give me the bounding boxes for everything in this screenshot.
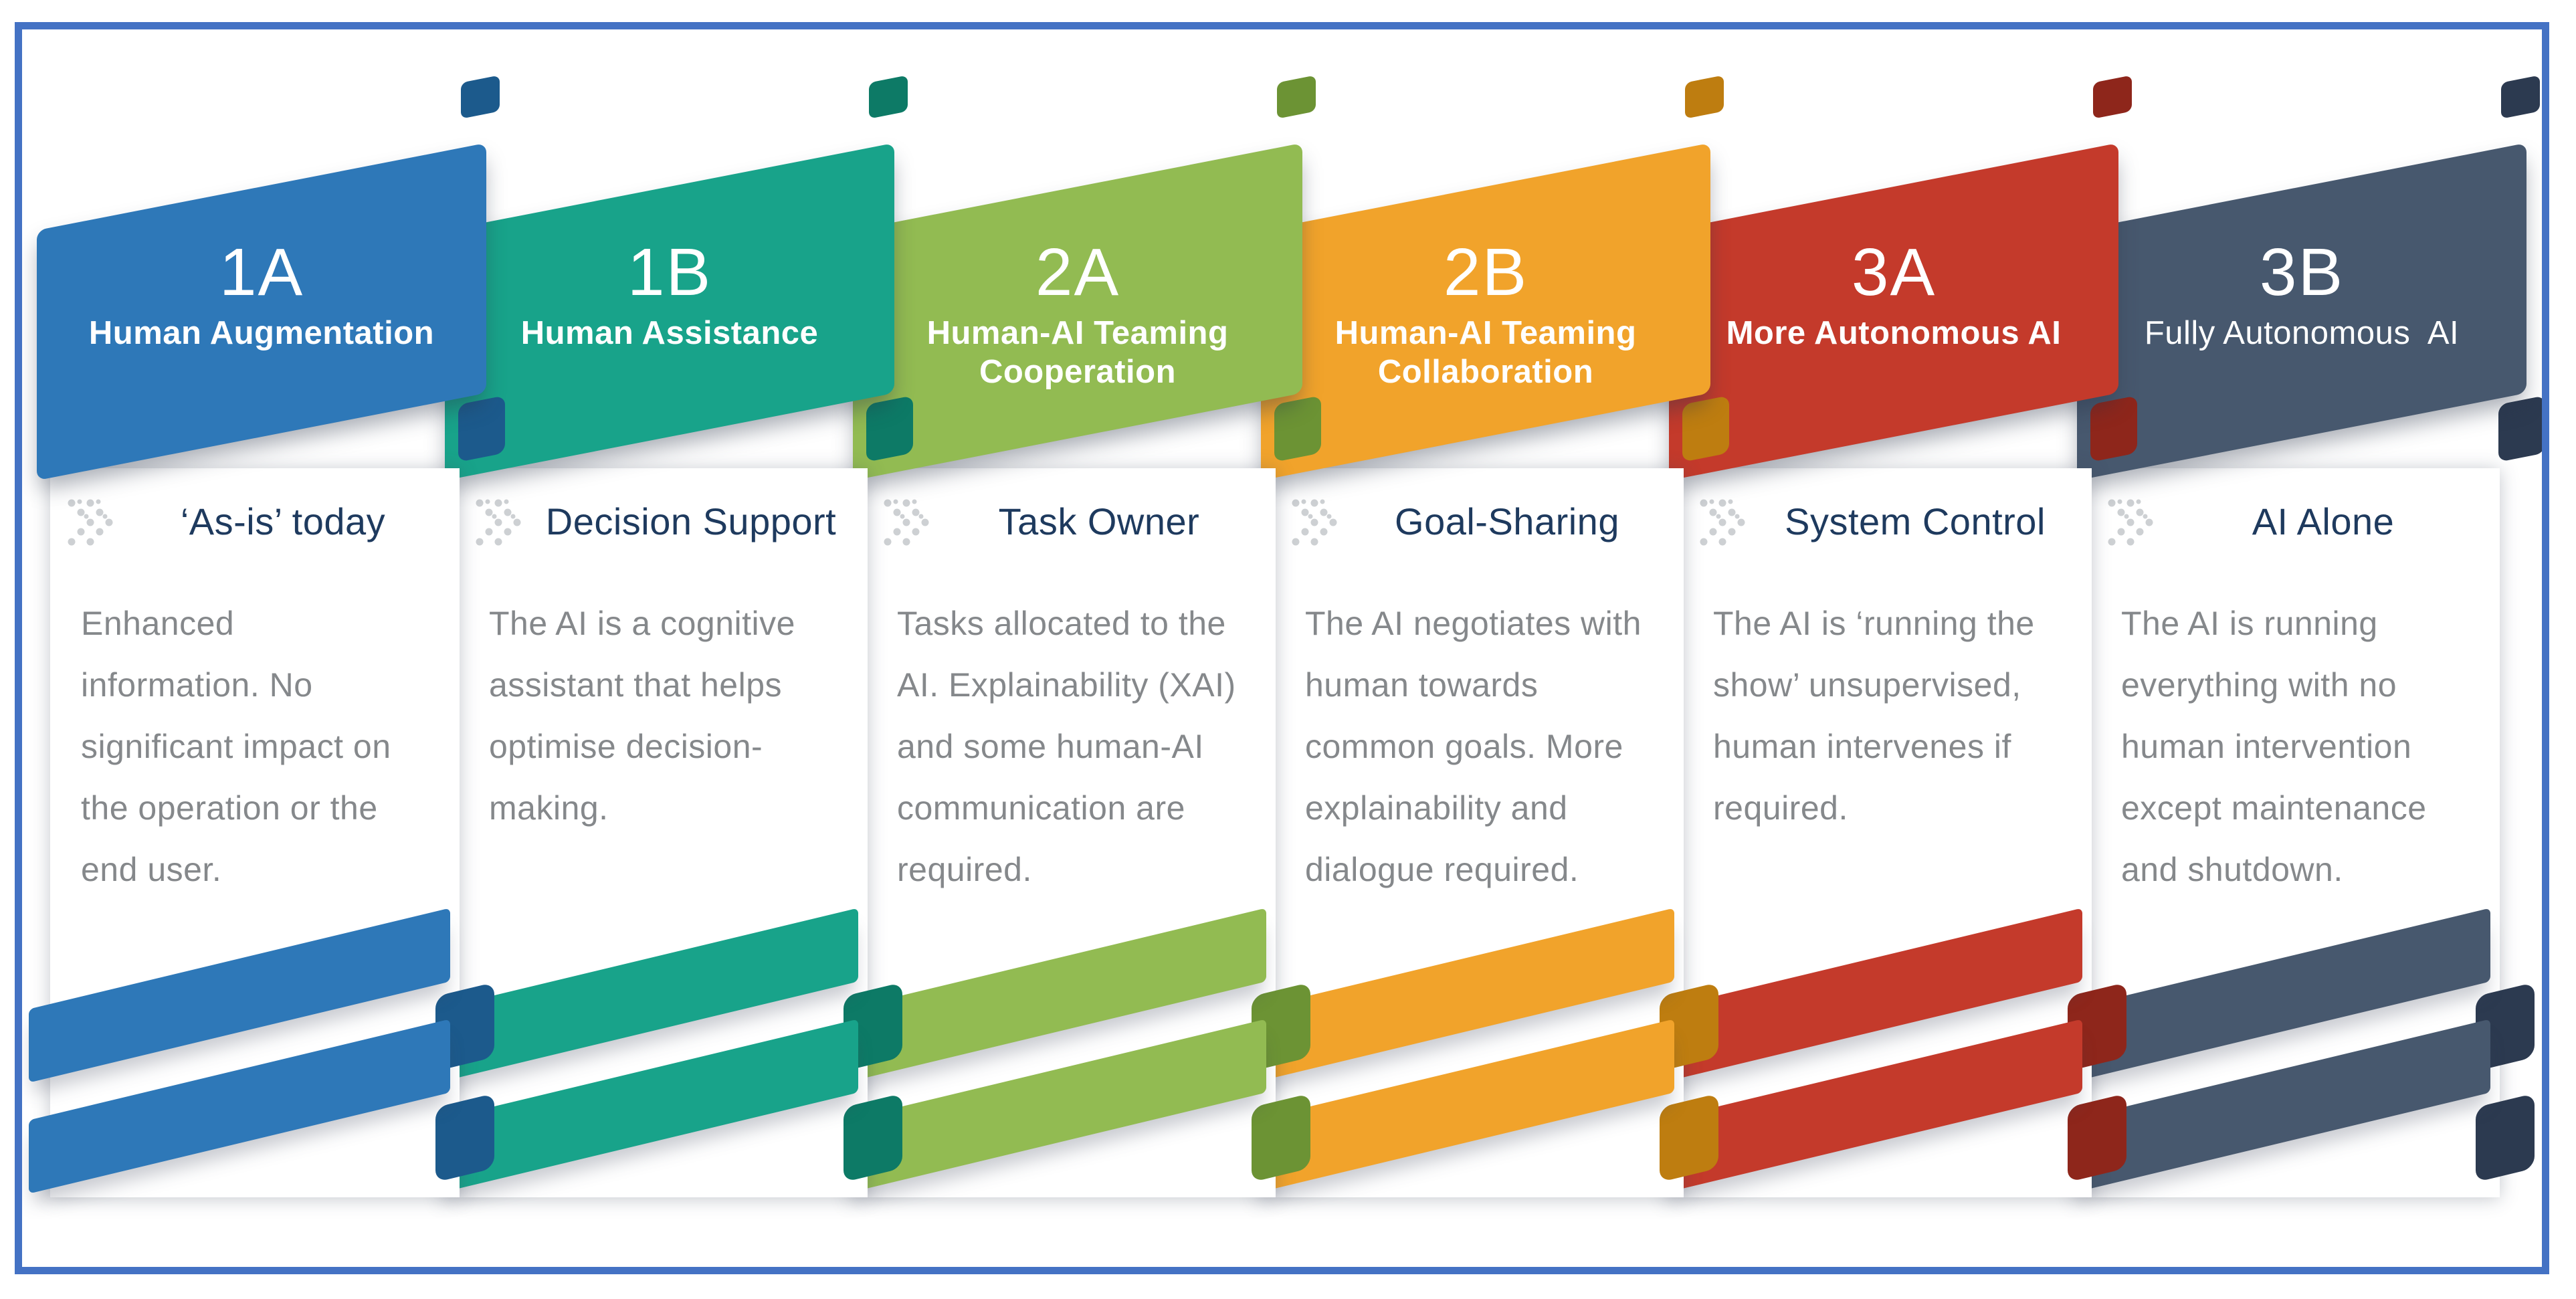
card-banner: 3B Fully Autonomous AI xyxy=(2077,142,2527,481)
card: Decision Support The AI is a cognitive a… xyxy=(437,0,913,1299)
card-title: Human Assistance xyxy=(520,315,819,351)
card-banner-content: 2B Human-AI Teaming Collaboration xyxy=(1261,187,1710,437)
banner-fold-top xyxy=(1277,75,1316,119)
card-title: Fully Autonomous AI xyxy=(2144,315,2460,351)
card-body: Enhanced information. No significant imp… xyxy=(81,605,391,888)
chevron-dots-icon xyxy=(66,496,122,548)
ribbon-stripe-fold xyxy=(2476,1093,2535,1183)
card-subtitle: System Control xyxy=(1785,500,2046,542)
banner-fold-top xyxy=(461,75,500,119)
card-subtitle-row: ‘As-is’ today xyxy=(50,492,460,550)
ribbon-stripe-fold xyxy=(1660,1093,1718,1183)
banner-fold-top xyxy=(869,75,908,119)
chevron-dots-icon xyxy=(2106,496,2163,548)
chevron-dots-icon xyxy=(474,496,530,548)
ribbon-stripe-fold xyxy=(844,1093,902,1183)
ribbon-stripe-fold xyxy=(435,1093,494,1183)
card-banner-content: 1A Human Augmentation xyxy=(37,187,486,437)
banner-fold-top xyxy=(2093,75,2132,119)
card-banner: 3A More Autonomous AI xyxy=(1669,142,2118,481)
card-subtitle: Task Owner xyxy=(998,500,1200,542)
card-subtitle-row: Decision Support xyxy=(458,492,868,550)
card-banner-content: 1B Human Assistance xyxy=(445,187,894,437)
card-subtitle: ‘As-is’ today xyxy=(180,500,386,542)
chevron-dots-icon xyxy=(882,496,938,548)
card-code: 1B xyxy=(627,235,712,310)
card-banner-content: 3A More Autonomous AI xyxy=(1669,187,2118,437)
card: Goal-Sharing The AI negotiates with huma… xyxy=(1253,0,1729,1299)
banner-fold-top xyxy=(2501,75,2540,119)
card-code: 2A xyxy=(1035,235,1120,310)
card-title: Human Augmentation xyxy=(88,315,435,351)
chevron-dots-icon xyxy=(1698,496,1755,548)
card-banner-content: 2A Human-AI Teaming Cooperation xyxy=(853,187,1302,437)
card-subtitle: Goal-Sharing xyxy=(1395,500,1619,542)
card-body: Tasks allocated to the AI. Explainabilit… xyxy=(897,605,1236,888)
card-banner: 2B Human-AI Teaming Collaboration xyxy=(1261,142,1710,481)
card-banner: 1A Human Augmentation xyxy=(37,142,486,481)
ribbon-stripe-fold xyxy=(2068,1093,2126,1183)
card: AI Alone The AI is running everything wi… xyxy=(2069,0,2545,1299)
card: System Control The AI is ‘running the sh… xyxy=(1661,0,2137,1299)
card-subtitle-row: AI Alone xyxy=(2090,492,2500,550)
card: ‘As-is’ today Enhanced information. No s… xyxy=(29,0,505,1299)
chevron-dots-icon xyxy=(1290,496,1347,548)
card-title: Human-AI Teaming Collaboration xyxy=(1334,315,1637,390)
card-body: The AI is running everything with no hum… xyxy=(2121,605,2427,888)
card-subtitle-row: System Control xyxy=(1682,492,2092,550)
card-body: The AI is a cognitive assistant that hel… xyxy=(489,605,795,827)
card-banner: 1B Human Assistance xyxy=(445,142,894,481)
card: Task Owner Tasks allocated to the AI. Ex… xyxy=(845,0,1321,1299)
card-subtitle-row: Goal-Sharing xyxy=(1274,492,1684,550)
card-title: Human-AI Teaming Cooperation xyxy=(926,315,1229,390)
card-code: 1A xyxy=(219,235,304,310)
card-banner: 2A Human-AI Teaming Cooperation xyxy=(853,142,1302,481)
ribbon-stripe-fold xyxy=(1252,1093,1310,1183)
card-subtitle: AI Alone xyxy=(2252,500,2395,542)
card-code: 2B xyxy=(1443,235,1528,310)
card-code: 3A xyxy=(1851,235,1937,310)
card-code: 3B xyxy=(2259,235,2345,310)
banner-fold-top xyxy=(1685,75,1724,119)
card-body: The AI is ‘running the show’ unsupervise… xyxy=(1713,605,2035,827)
card-subtitle: Decision Support xyxy=(545,500,837,542)
card-title: More Autonomous AI xyxy=(1726,315,2062,351)
card-subtitle-row: Task Owner xyxy=(866,492,1276,550)
card-banner-content: 3B Fully Autonomous AI xyxy=(2077,187,2527,437)
card-body: The AI negotiates with human towards com… xyxy=(1305,605,1642,888)
